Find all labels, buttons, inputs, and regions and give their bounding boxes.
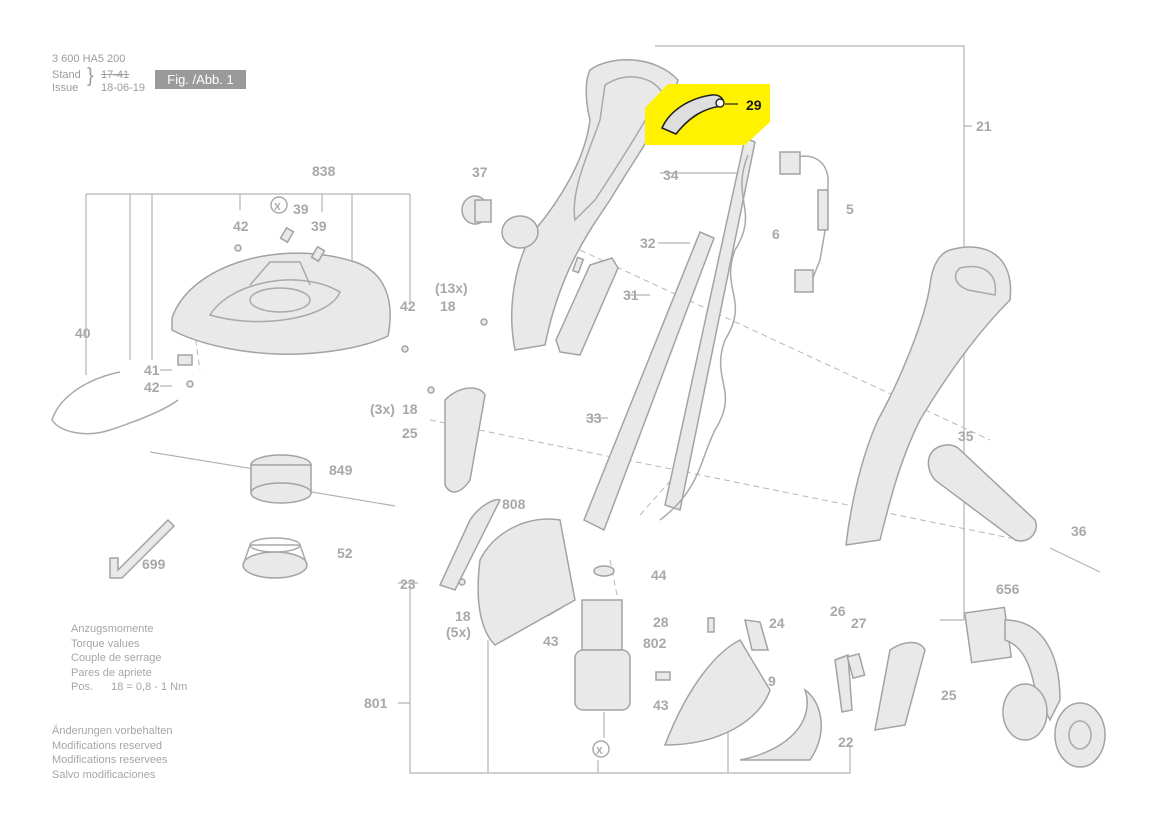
torque-line: Torque values — [71, 637, 140, 650]
auxiliary-handle — [845, 246, 1012, 546]
label-44: 44 — [651, 567, 667, 583]
label-22: 22 — [838, 734, 854, 750]
spool — [149, 451, 396, 507]
label-42b: 42 — [400, 298, 416, 314]
modifications-note: Änderungen vorbehalten Modifications res… — [52, 724, 172, 782]
label-13x: (13x) — [435, 280, 468, 296]
label-849: 849 — [329, 462, 353, 478]
label-26: 26 — [830, 603, 846, 619]
torque-pos-value: 18 = 0,8 - 1 Nm — [111, 681, 188, 693]
grip-sleeve — [927, 444, 1037, 542]
part-labels: 838 42 39 39 42 40 41 42 849 699 52 37 (… — [75, 97, 1087, 757]
label-808: 808 — [502, 496, 526, 512]
label-656: 656 — [996, 581, 1020, 597]
label-18b: 18 — [402, 401, 418, 417]
wheel-assembly — [963, 606, 1106, 768]
torque-note: Anzugsmomente Torque values Couple de se… — [71, 622, 187, 695]
label-838: 838 — [312, 163, 336, 179]
label-24: 24 — [769, 615, 785, 631]
brace-icon: } — [87, 65, 94, 87]
upper-handle — [501, 59, 679, 351]
label-36: 36 — [1071, 523, 1087, 539]
label-33: 33 — [586, 410, 602, 426]
label-41: 41 — [144, 362, 160, 378]
label-31: 31 — [623, 287, 639, 303]
issue-value: 18-06-19 — [101, 82, 146, 94]
stand-label: Stand — [52, 69, 81, 81]
label-40: 40 — [75, 325, 91, 341]
label-23: 23 — [400, 576, 416, 592]
housing-half-left — [444, 387, 486, 493]
label-18c: 18 — [455, 608, 471, 624]
label-5x: (5x) — [446, 624, 471, 640]
label-3x: (3x) — [370, 401, 395, 417]
label-9: 9 — [768, 673, 776, 689]
x-markers — [270, 196, 610, 758]
label-43b: 43 — [653, 697, 669, 713]
torque-pos-label: Pos. — [71, 681, 94, 693]
issue-label: Issue — [52, 82, 79, 94]
lower-housing — [663, 619, 822, 761]
label-802: 802 — [643, 635, 667, 651]
modification-line: Salvo modificaciones — [52, 768, 156, 781]
label-43a: 43 — [543, 633, 559, 649]
label-52: 52 — [337, 545, 353, 561]
torque-pos-row: Pos. 18 = 0,8 - 1 Nm — [71, 680, 187, 695]
label-39a: 39 — [293, 201, 309, 217]
label-25a: 25 — [402, 425, 418, 441]
highlight-part-29 — [645, 84, 770, 145]
modification-line: Änderungen vorbehalten — [52, 725, 173, 737]
label-42c: 42 — [144, 379, 160, 395]
spool-cap — [242, 537, 308, 579]
label-29-highlighted: 29 — [746, 97, 762, 113]
guard-cover — [171, 252, 391, 355]
modification-line: Modifications reservees — [52, 754, 168, 766]
label-x2: X — [596, 746, 603, 757]
label-699: 699 — [142, 556, 166, 572]
knob — [461, 195, 492, 225]
motor-housing — [438, 498, 576, 646]
tubes — [583, 136, 756, 532]
label-34: 34 — [663, 167, 679, 183]
switch-parts — [834, 641, 926, 731]
label-27: 27 — [851, 615, 867, 631]
label-35: 35 — [958, 428, 974, 444]
modification-line: Modifications reserved — [52, 739, 163, 752]
label-42a: 42 — [233, 218, 249, 234]
cable-and-plug — [659, 151, 829, 521]
label-39b: 39 — [311, 218, 327, 234]
highlight-box — [645, 84, 770, 145]
torque-line: Anzugsmomente — [71, 623, 154, 635]
label-5: 5 — [846, 201, 854, 217]
figure-label: Fig. /Abb. 1 — [155, 70, 246, 89]
torque-line: Pares de apriete — [71, 666, 152, 679]
label-25b: 25 — [941, 687, 957, 703]
label-28: 28 — [653, 614, 669, 630]
wire-bow — [51, 371, 179, 435]
switch-carrier — [555, 257, 619, 356]
bracket-lines — [85, 45, 972, 774]
torque-line: Couple de serrage — [71, 652, 162, 664]
doc-number: 3 600 HA5 200 — [52, 53, 126, 65]
label-21: 21 — [976, 118, 992, 134]
label-801: 801 — [364, 695, 388, 711]
screw — [1049, 547, 1101, 573]
label-6: 6 — [772, 226, 780, 242]
motor — [574, 599, 631, 738]
hex-key — [109, 518, 176, 579]
label-32: 32 — [640, 235, 656, 251]
label-18a: 18 — [440, 298, 456, 314]
part-29-shape — [660, 94, 725, 135]
label-x1: X — [274, 202, 281, 213]
stand-value: 17-41 — [101, 69, 130, 81]
label-37: 37 — [472, 164, 488, 180]
